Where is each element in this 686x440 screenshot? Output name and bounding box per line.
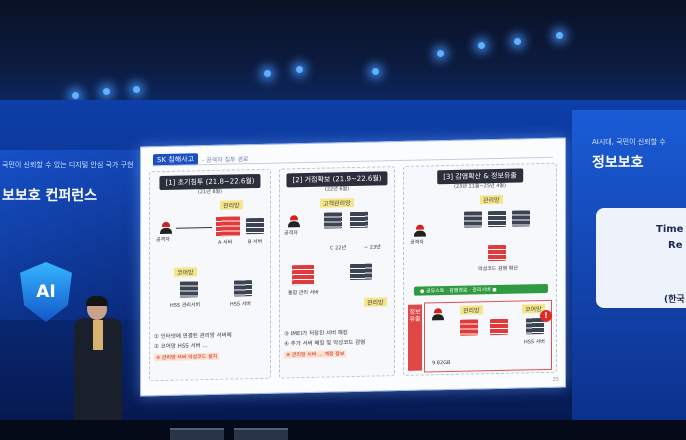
- stage-light: [264, 70, 271, 77]
- stage-light: [556, 32, 563, 39]
- integrated-server-label: 통합 관리 서버: [288, 289, 319, 297]
- spread-label: 악성코드 감염 확산: [478, 265, 518, 273]
- step-note: ③ IMEI가 저장된 서버 해킹: [284, 330, 348, 338]
- server-icon: [488, 210, 506, 228]
- infected-server-icon: [488, 244, 506, 262]
- infected-server-icon: [490, 318, 508, 336]
- panel-foothold: [2] 거점확보 (21.9~22.6월) (22년 6월) 고객관리망 공격자…: [279, 166, 395, 379]
- leak-size: 9.82GB: [432, 359, 451, 367]
- right-screen-subtitle: AI시대, 국민이 신뢰할 수: [592, 138, 666, 146]
- hacker-icon: [432, 308, 444, 320]
- stage-light: [103, 88, 110, 95]
- server-b-label: B 서버: [248, 238, 263, 246]
- server-icon: [324, 212, 342, 229]
- slide-header-subtitle: - 공격자 침투 경로: [202, 155, 249, 164]
- server-icon: [512, 210, 530, 227]
- ceiling: [0, 0, 686, 112]
- zone-label: 관리망: [460, 305, 483, 315]
- stage-light: [72, 92, 79, 99]
- warning-note: ※ 관리망 서버 악성코드 설치: [154, 352, 220, 362]
- presentation-slide: SK 침해사고 - 공격자 침투 경로 [1] 초기침투 (21.8~22.6월…: [140, 137, 566, 397]
- zone-label: 코어망: [174, 267, 197, 277]
- infection-path-bar: ● 공유스토 · 감염경로 · 관리서버 ●: [414, 283, 548, 296]
- zone-label: 고객관리망: [320, 197, 354, 208]
- speaker-hair: [86, 296, 108, 306]
- stage-monitor: [234, 428, 288, 440]
- stage-light: [437, 50, 444, 57]
- data-leak-label: 정보유출: [408, 304, 422, 371]
- hacker-icon: [414, 224, 426, 236]
- period-start: C 22년: [330, 245, 347, 252]
- panel-initial-intrusion: [1] 초기침투 (21.8~22.6월) (21년 8월) 관리망 공격자 A…: [149, 168, 271, 382]
- zone-label: 관리망: [220, 200, 243, 210]
- right-screen-title: 정보보호: [592, 155, 644, 171]
- zone-label: 관리망: [480, 194, 503, 205]
- server-b-icon: [246, 217, 264, 235]
- infected-server-icon: [460, 319, 478, 336]
- period-end: ~ 23년: [364, 244, 381, 251]
- hss-mgmt-server-icon: [180, 281, 198, 298]
- panel-date: (22년 6월): [324, 186, 350, 193]
- speaker: [74, 296, 122, 440]
- right-card-line: Time: [656, 224, 684, 235]
- stage-light: [514, 38, 521, 45]
- page-number: 25: [552, 376, 559, 383]
- stage-monitor: [170, 428, 224, 440]
- right-screen-card: [596, 208, 686, 308]
- panel-date: (21년 8월): [197, 188, 223, 196]
- step-note: ④ 추가 서버 해킹 및 악성코드 감염: [284, 339, 366, 348]
- hss-label: HSS 서버: [230, 301, 251, 308]
- hacker-icon: [288, 215, 300, 227]
- warning-note: ※ 관리망 서버 ... 계정 정보: [284, 350, 347, 359]
- compromised-server-icon: [292, 264, 314, 286]
- hss-label: HSS 서버: [524, 338, 545, 346]
- right-card-line: Re: [668, 240, 683, 251]
- server-icon: [350, 263, 372, 281]
- hacker-label: 공격자: [284, 230, 298, 237]
- server-a-icon: [216, 216, 240, 237]
- hacker-icon: [160, 222, 172, 234]
- shield-label: AI: [36, 282, 56, 302]
- step-note: ① 인터넷에 연결된 관리망 서버에: [154, 332, 232, 341]
- hacker-label: 공격자: [410, 239, 424, 246]
- panel-spread-and-leak: [3] 감염확산 & 정보유출 (23년 11월~25년 4월) 관리망 공격자…: [403, 162, 557, 376]
- stage-light: [372, 68, 379, 75]
- stage-light: [296, 66, 303, 73]
- left-screen-title: 보보호 컨퍼런스: [2, 188, 98, 204]
- attack-arrow: [176, 226, 212, 229]
- panel-date: (23년 11월~25년 4월): [454, 182, 506, 190]
- stage-floor: [0, 420, 686, 440]
- speaker-shirt: [93, 320, 103, 350]
- hacker-label: 공격자: [156, 236, 170, 244]
- left-screen-subtitle: 국민이 신뢰할 수 있는 디지털 안심 국가 구현: [2, 161, 134, 169]
- infection-path-text: ● 공유스토 · 감염경로 · 관리서버 ●: [420, 286, 497, 295]
- step-note: ② 코어망 HSS 서버 ...: [154, 343, 208, 351]
- right-card-line: (한국: [664, 295, 685, 305]
- hss-server-icon: [234, 280, 252, 297]
- server-a-label: A 서버: [218, 239, 233, 246]
- left-screen: [0, 150, 140, 320]
- stage-light: [478, 42, 485, 49]
- hss-mgmt-label: HSS 관리서버: [170, 302, 201, 309]
- stage-light: [133, 86, 140, 93]
- zone-label: 관리망: [364, 297, 387, 307]
- server-icon: [464, 211, 482, 228]
- server-icon: [350, 211, 368, 229]
